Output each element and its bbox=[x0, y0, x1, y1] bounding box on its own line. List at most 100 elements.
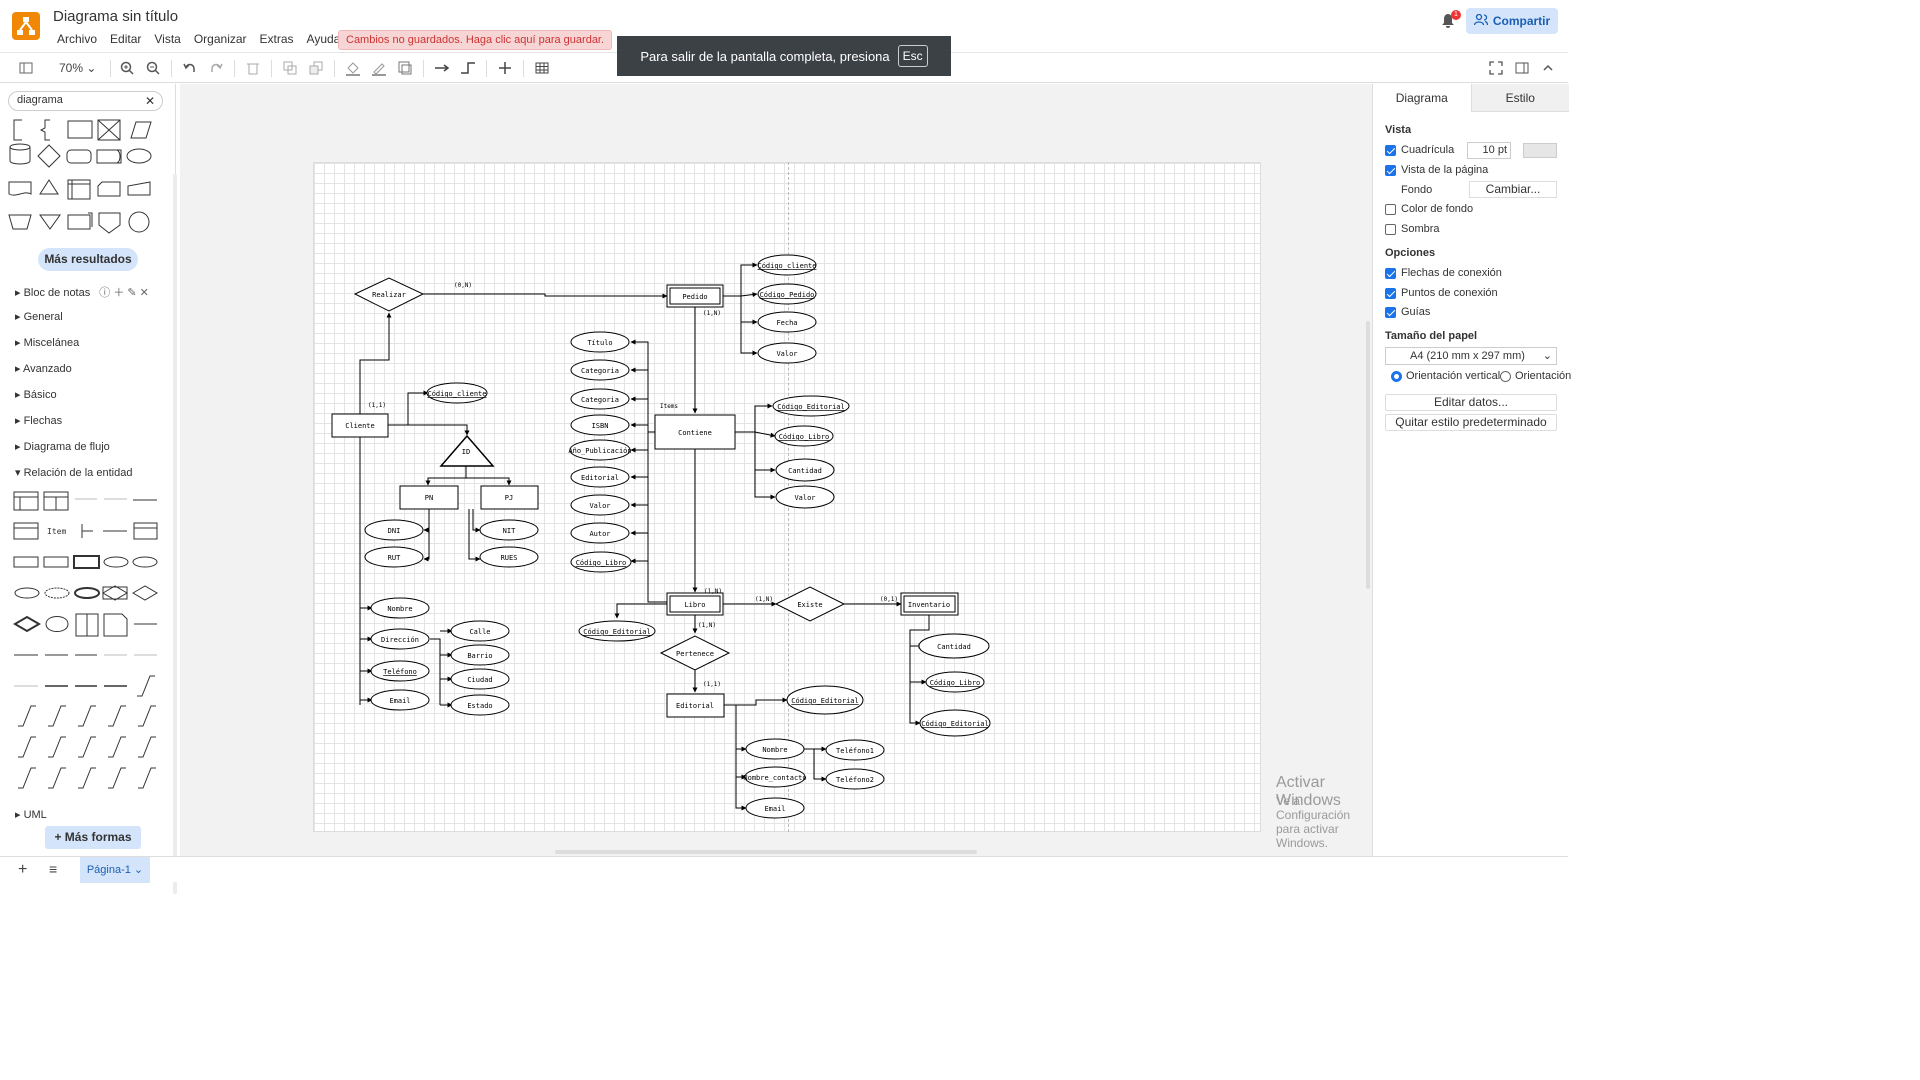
app-logo-icon[interactable] bbox=[12, 12, 40, 40]
guides-checkbox[interactable]: Guías bbox=[1385, 306, 1430, 318]
grid-size-input[interactable]: 10 pt bbox=[1467, 142, 1511, 159]
panel-toggle-icon[interactable] bbox=[1514, 60, 1530, 76]
attribute-ellipse[interactable] bbox=[745, 797, 805, 819]
attribute-ellipse[interactable] bbox=[370, 689, 430, 711]
attribute-ellipse[interactable] bbox=[757, 311, 817, 333]
delete-icon[interactable] bbox=[245, 60, 261, 76]
attribute-label[interactable]: Ciudad bbox=[467, 676, 492, 684]
attribute-ellipse[interactable] bbox=[364, 519, 424, 541]
attribute-ellipse[interactable] bbox=[918, 633, 990, 659]
attribute-ellipse[interactable] bbox=[825, 768, 885, 790]
attribute-ellipse[interactable] bbox=[370, 660, 430, 682]
category-flechas[interactable]: ▸ Flechas bbox=[15, 415, 63, 427]
attribute-label[interactable]: Título bbox=[587, 339, 612, 347]
attribute-ellipse[interactable] bbox=[450, 668, 510, 690]
attribute-label[interactable]: DNI bbox=[388, 527, 401, 535]
connection-points-checkbox[interactable]: Puntos de conexión bbox=[1385, 287, 1498, 299]
document-title[interactable]: Diagrama sin título bbox=[53, 8, 179, 25]
more-results-button[interactable]: Más resultados bbox=[38, 248, 138, 271]
cardinality-label[interactable]: Items bbox=[660, 403, 678, 410]
attribute-ellipse[interactable] bbox=[775, 458, 835, 482]
edit-data-button[interactable]: Editar datos... bbox=[1385, 394, 1557, 411]
line-color-icon[interactable] bbox=[371, 60, 387, 76]
attribute-ellipse[interactable] bbox=[775, 485, 835, 509]
attribute-label[interactable]: Email bbox=[764, 805, 785, 813]
clear-default-style-button[interactable]: Quitar estilo predeterminado bbox=[1385, 414, 1557, 431]
attribute-ellipse[interactable] bbox=[370, 628, 430, 650]
sidebar-scrollbar[interactable] bbox=[173, 174, 177, 894]
attribute-ellipse[interactable] bbox=[570, 466, 630, 488]
shape-palette-general[interactable] bbox=[0, 114, 176, 239]
cardinality-label[interactable]: (1,1) bbox=[368, 402, 386, 409]
menu-organizar[interactable]: Organizar bbox=[193, 32, 247, 46]
pages-menu-icon[interactable]: ≡ bbox=[49, 861, 58, 877]
entity-label[interactable]: Inventario bbox=[908, 601, 950, 609]
page-tab[interactable]: Página-1 ⌄ bbox=[80, 857, 150, 883]
attribute-label[interactable]: Código_Editorial bbox=[777, 403, 844, 411]
attribute-ellipse[interactable] bbox=[570, 494, 630, 516]
grid-color-picker[interactable] bbox=[1523, 143, 1557, 158]
cardinality-label[interactable]: (1,N) bbox=[704, 588, 722, 595]
menu-vista[interactable]: Vista bbox=[154, 32, 181, 46]
attribute-ellipse[interactable] bbox=[450, 644, 510, 666]
zoom-out-icon[interactable] bbox=[145, 60, 161, 76]
attribute-label[interactable]: Código_Libro bbox=[779, 433, 830, 441]
to-back-icon[interactable] bbox=[308, 60, 324, 76]
attribute-label[interactable]: Código_Libro bbox=[930, 679, 981, 687]
chevron-up-icon[interactable] bbox=[1540, 60, 1556, 76]
attribute-ellipse[interactable] bbox=[569, 439, 631, 461]
attribute-label[interactable]: Teléfono2 bbox=[836, 776, 874, 784]
attribute-ellipse[interactable] bbox=[919, 709, 991, 737]
category-bloc-de-notas[interactable]: ▸ Bloc de notas ⓘ ＋ ✎ ✕ bbox=[15, 287, 149, 299]
attribute-label[interactable]: Código_Libro bbox=[576, 559, 627, 567]
redo-icon[interactable] bbox=[208, 60, 224, 76]
attribute-label[interactable]: Cantidad bbox=[937, 643, 971, 651]
attribute-ellipse[interactable] bbox=[757, 254, 817, 276]
page-view-checkbox[interactable]: Vista de la página bbox=[1385, 164, 1488, 176]
attribute-label[interactable]: ISBN bbox=[592, 422, 609, 430]
attribute-label[interactable]: Categoria bbox=[581, 396, 619, 404]
cardinality-label[interactable]: (1,N) bbox=[755, 596, 773, 603]
attribute-label[interactable]: Teléfono1 bbox=[836, 747, 874, 755]
cardinality-label[interactable]: (1,1) bbox=[703, 681, 721, 688]
attribute-ellipse[interactable] bbox=[757, 283, 817, 305]
menu-archivo[interactable]: Archivo bbox=[57, 32, 98, 46]
portrait-radio[interactable]: Orientación vertical bbox=[1391, 370, 1500, 382]
attribute-ellipse[interactable] bbox=[925, 671, 985, 693]
attribute-ellipse[interactable] bbox=[479, 519, 539, 541]
zoom-in-icon[interactable] bbox=[119, 60, 135, 76]
shadow-checkbox[interactable]: Sombra bbox=[1385, 223, 1440, 235]
attribute-ellipse[interactable] bbox=[578, 620, 656, 642]
attribute-ellipse[interactable] bbox=[570, 388, 630, 410]
category-general[interactable]: ▸ General bbox=[15, 311, 63, 323]
attribute-label[interactable]: Valor bbox=[589, 502, 610, 510]
attribute-label[interactable]: Código_cliente bbox=[427, 390, 486, 398]
fill-color-icon[interactable] bbox=[345, 60, 361, 76]
unsaved-changes-banner[interactable]: Cambios no guardados. Haga clic aquí par… bbox=[338, 30, 613, 50]
attribute-ellipse[interactable] bbox=[570, 551, 632, 573]
attribute-label[interactable]: Editorial bbox=[581, 474, 619, 482]
attribute-ellipse[interactable] bbox=[825, 739, 885, 761]
attribute-label[interactable]: Nombre bbox=[762, 746, 787, 754]
tab-estilo[interactable]: Estilo bbox=[1470, 84, 1569, 112]
attribute-label[interactable]: Valor bbox=[794, 494, 815, 502]
attribute-label[interactable]: Teléfono bbox=[383, 668, 417, 676]
entity-label[interactable]: Editorial bbox=[676, 702, 714, 710]
attribute-ellipse[interactable] bbox=[757, 342, 817, 364]
cardinality-label[interactable]: (1,N) bbox=[703, 310, 721, 317]
attribute-ellipse[interactable] bbox=[426, 382, 488, 404]
attribute-ellipse[interactable] bbox=[786, 685, 864, 715]
connection-arrows-checkbox[interactable]: Flechas de conexión bbox=[1385, 267, 1502, 279]
add-page-icon[interactable]: + bbox=[18, 861, 28, 878]
attribute-ellipse[interactable] bbox=[570, 331, 630, 353]
attribute-ellipse[interactable] bbox=[570, 359, 630, 381]
grid-checkbox[interactable]: Cuadrícula bbox=[1385, 144, 1454, 156]
cardinality-label[interactable]: (0,N) bbox=[454, 282, 472, 289]
attribute-ellipse[interactable] bbox=[772, 395, 850, 417]
attribute-ellipse[interactable] bbox=[450, 694, 510, 716]
attribute-label[interactable]: Fecha bbox=[776, 319, 797, 327]
subtype-label[interactable]: PN bbox=[425, 494, 433, 502]
menu-extras[interactable]: Extras bbox=[259, 32, 294, 46]
horizontal-scrollbar[interactable] bbox=[555, 850, 977, 854]
